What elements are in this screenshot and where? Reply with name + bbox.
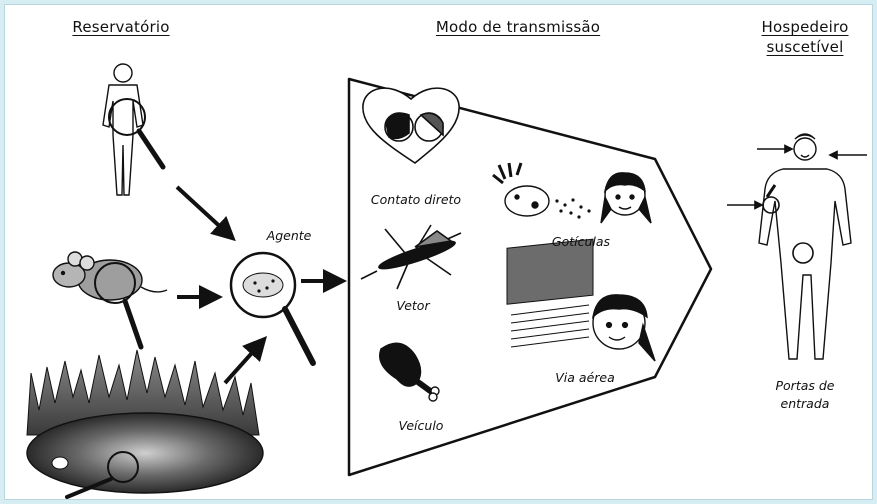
airborne-stripes [506,238,594,348]
reservoir-magnifier [108,98,166,170]
rodent-magnifier [94,262,144,350]
agent-magnifier [229,251,316,366]
direct-contact-heart-icon [362,87,460,164]
airborne-girl-face-icon [591,294,656,362]
airborne-label: Via aérea [555,370,615,385]
reservoir-soil [26,349,264,499]
droplets-dog-icon [492,162,550,217]
diagram-artwork [26,63,867,499]
droplets-girl-face-icon [600,172,652,224]
droplets-dots [555,198,591,219]
diagram-frame: Reservatório Modo de transmissão Hospede… [4,4,873,500]
direct-contact-label: Contato direto [370,192,462,207]
droplets-label: Gotículas [551,234,611,249]
host-heading-line2: suscetível [766,38,844,56]
host-heading-line1: Hospedeiro [761,18,849,36]
entry-label-line2: entrada [780,396,830,411]
vector-label: Vetor [396,298,430,313]
vector-mosquito-icon [360,224,462,290]
reservoir-human-figure [102,63,144,196]
agent-label: Agente [266,228,312,243]
vehicle-chicken-leg-icon [379,342,440,402]
reservoir-rodent [52,251,168,301]
entry-label-line1: Portas de [775,378,835,393]
reservoir-heading: Reservatório [72,18,170,36]
host-entry-arrows [727,144,867,210]
transmission-heading: Modo de transmissão [435,18,601,36]
host-human-figure [758,133,852,360]
vehicle-label: Veículo [398,418,444,433]
reservoir-arrows [175,185,268,385]
